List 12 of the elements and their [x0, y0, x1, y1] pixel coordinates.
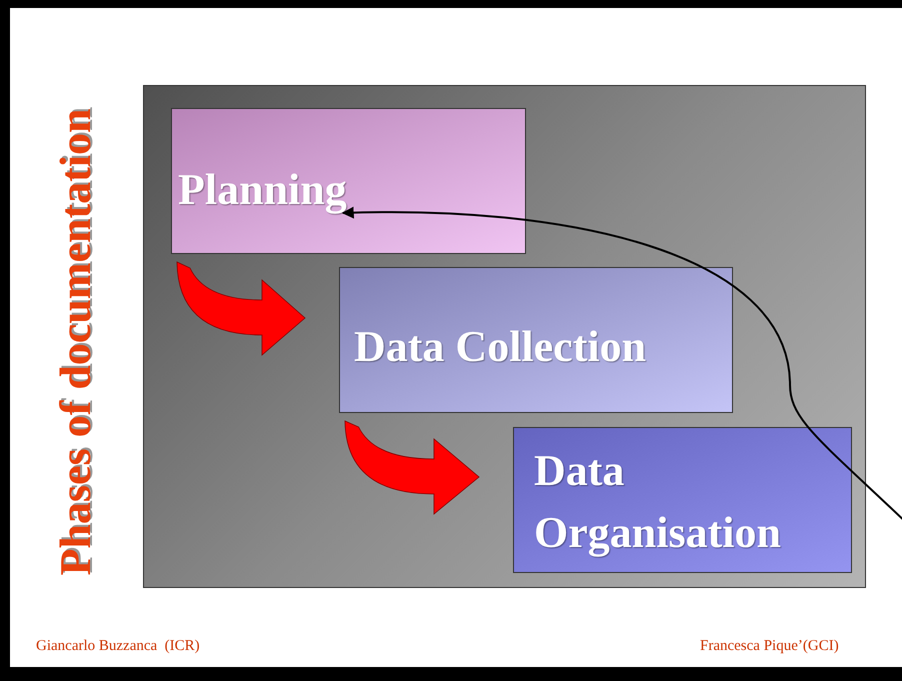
- vertical-title: Phases of documentation: [54, 108, 98, 578]
- phase-label: Planning: [177, 164, 348, 216]
- footer-credit: Francesca Pique’(GCI): [700, 638, 839, 655]
- panel-background: [143, 85, 866, 588]
- phase-label: Data Collection: [353, 321, 648, 373]
- curved-block-arrow: [176, 262, 306, 356]
- phase-label: Data Organisation: [533, 445, 782, 559]
- phase-box: [339, 267, 733, 413]
- phase-box: [513, 427, 852, 573]
- curved-block-arrow: [344, 420, 480, 514]
- footer-credit: Giancarlo Buzzanca (ICR): [36, 638, 200, 655]
- phase-box: [171, 108, 526, 254]
